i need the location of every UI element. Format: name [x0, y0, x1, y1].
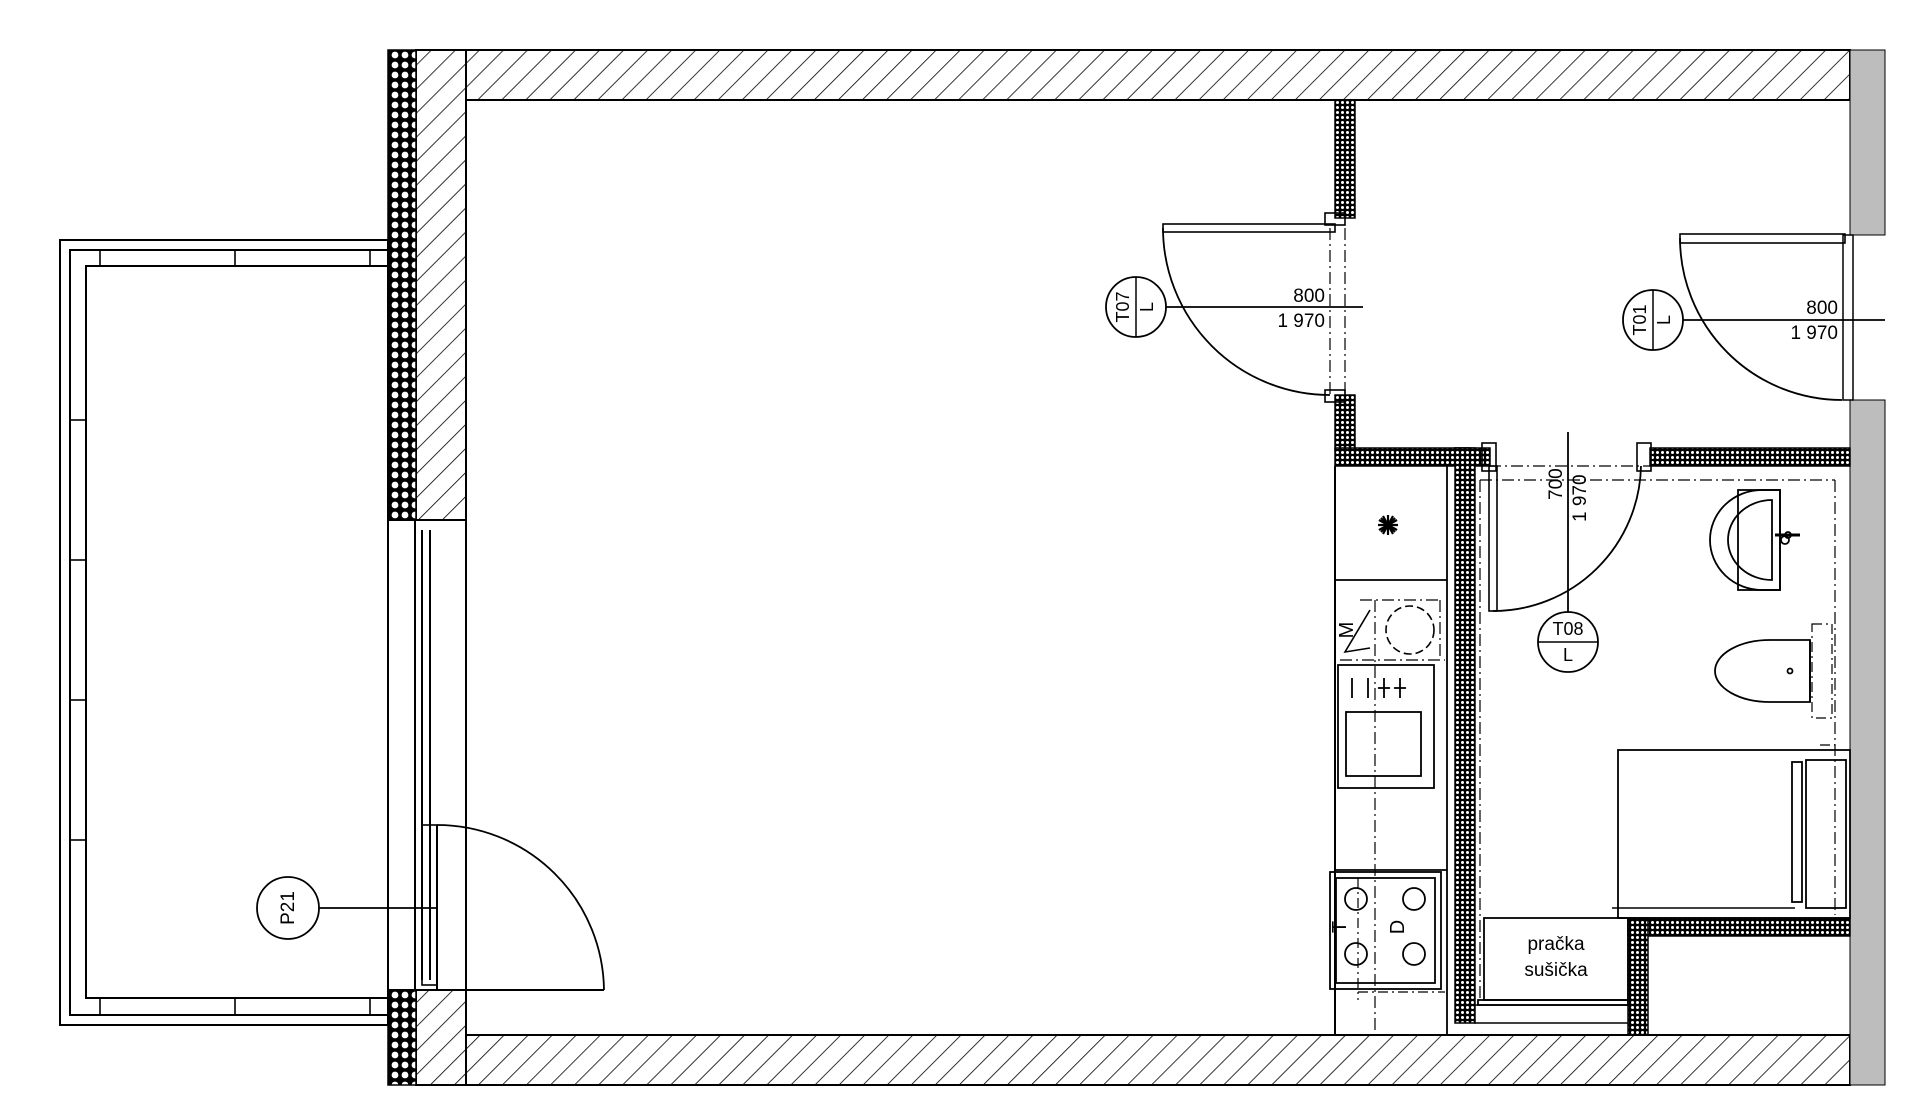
kitchen-top-partition [1334, 447, 1471, 467]
left-wall-lower [415, 989, 467, 1086]
door-t08 [1481, 432, 1652, 637]
dryer-label: sušička [1524, 960, 1588, 981]
bath-top-partition-r [1649, 447, 1851, 467]
microwave: M [1336, 605, 1435, 655]
washbasin [1709, 489, 1800, 591]
kitchen-unit [1335, 466, 1448, 1035]
cooktop-label-left: T [1329, 921, 1351, 933]
washer-label: pračka [1527, 934, 1584, 955]
door-t01-width: 800 [1806, 298, 1838, 319]
balcony-door-frame [387, 519, 605, 991]
door-t08-height: 1 970 [1570, 474, 1591, 522]
door-t07-width: 800 [1293, 286, 1325, 307]
door-tag-t01: T01 L 800 1 970 [1622, 289, 1838, 351]
window-tag-label: P21 [278, 891, 299, 925]
door-tag-t08-code: T08 [1552, 619, 1583, 639]
door-tag-t07-code: T07 [1113, 291, 1133, 322]
bottom-wall [464, 1034, 1851, 1086]
door-t08-width: 700 [1546, 468, 1567, 500]
door-tag-t07: T07 L 800 1 970 [1105, 276, 1325, 338]
door-tag-t07-side: L [1137, 302, 1157, 312]
door-tag-t01-side: L [1654, 315, 1674, 325]
microwave-label: M [1336, 622, 1358, 639]
window-tag-p21: P21 [256, 876, 437, 940]
entry-partition-upper [1334, 99, 1356, 219]
top-wall [464, 49, 1851, 101]
door-tag-t08-side: L [1563, 645, 1573, 665]
shower-tray [1612, 744, 1851, 919]
bath-left-partition [1454, 447, 1476, 1024]
left-wall-upper [415, 49, 467, 521]
adjacent-wall [1842, 49, 1886, 1086]
bath-notch-partition [1627, 917, 1649, 1036]
cooktop: T D [1329, 871, 1445, 1000]
facade-insulation [387, 49, 417, 1086]
exterior-walls [415, 49, 1851, 1086]
bath-bottom-partition [1627, 917, 1851, 937]
ceiling-light-icon [1378, 515, 1398, 535]
toilet [1714, 623, 1833, 719]
entry-partition-lower [1334, 394, 1356, 451]
door-tag-t01-code: T01 [1630, 304, 1650, 335]
door-tag-t08: T08 L 700 1 970 [1537, 468, 1599, 673]
interior-partitions [1334, 99, 1851, 1036]
bathroom-outline [1479, 479, 1836, 1000]
door-t07-height: 1 970 [1277, 311, 1325, 332]
door-t01-height: 1 970 [1790, 323, 1838, 344]
washer-dryer: pračka sušička [1477, 917, 1629, 1006]
door-t07 [1135, 212, 1363, 403]
oven [1337, 664, 1435, 789]
cooktop-label-right: D [1387, 920, 1409, 934]
